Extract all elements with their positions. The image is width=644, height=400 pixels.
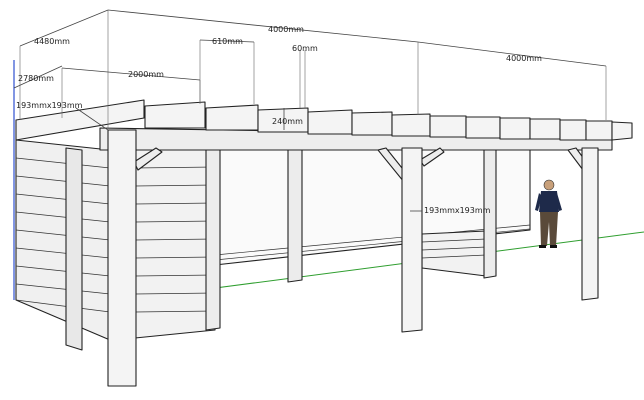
dim-height-front-label: 4480mm [34,37,70,46]
dimension-total-length: 4000mm [107,9,419,128]
post-end [581,147,599,301]
dimension-height-front: 4480mm [19,9,109,120]
posts [65,129,599,387]
post-front-right [401,147,423,333]
back-wall-rail [214,224,531,256]
left-cladding [15,139,111,341]
post-mid [287,149,303,283]
post-mid-left [205,149,221,331]
dimension-rafter-spacing: 610mm [199,37,255,104]
dim-section-length-label: 4000mm [506,54,542,63]
dim-post-top-label: 193mmx193mm [16,101,83,110]
dim-rafter-width-label: 60mm [292,44,318,53]
human-figure [535,179,562,248]
dim-beam-height-label: 240mm [272,117,303,126]
dim-depth-label: 2000mm [128,70,164,79]
dim-height-rear-label: 2780mm [18,74,54,83]
front-cladding [134,149,216,339]
dimension-post-mid: 193mmx193mm [410,206,491,215]
dimension-depth: 2000mm [61,67,201,118]
dimension-post-top: 193mmx193mm [16,101,109,131]
rear-right-cladding [421,230,487,277]
rafters [15,99,633,141]
post-front-left [107,129,137,387]
post-back-right [483,149,497,279]
dimension-beam-height: 240mm [272,108,303,130]
dimension-rafter-width: 60mm [292,44,318,108]
dim-total-length-label: 4000mm [268,25,304,34]
dim-rafter-spacing-label: 610mm [212,37,243,46]
dimension-height-rear: 2780mm [13,65,63,89]
dim-post-mid-label: 193mmx193mm [424,206,491,215]
dimension-section-length: 4000mm [417,41,607,120]
